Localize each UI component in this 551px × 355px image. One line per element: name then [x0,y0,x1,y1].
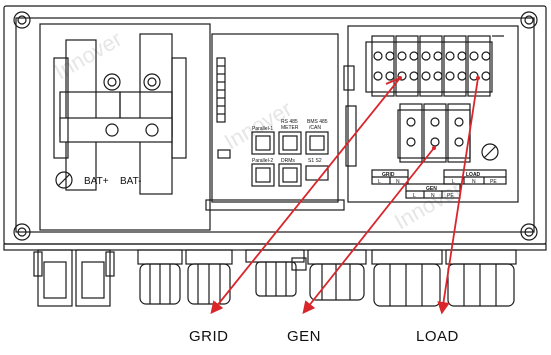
label-parallel-2: Parallel-2 [252,158,273,164]
comm-board [211,33,339,203]
gen-arrow-origin [432,146,436,150]
gen-strip-title: GEN [426,186,437,192]
grid-callout-label: GRID [189,328,229,345]
label-can: /CAN [309,125,321,131]
grid-pin-l: L [378,179,381,185]
dip-switch-strip [216,57,226,123]
load-pin-l: L [452,179,455,185]
port-drms [278,163,302,187]
comm-board-rail [205,199,345,211]
gen-pin-l: L [413,193,416,199]
mounting-screw [520,223,538,241]
grid-strip-title: GRID [382,172,395,178]
gen-pin-n: N [431,193,435,199]
mounting-screw [520,11,538,29]
cable-gland-2 [185,249,233,305]
label-drms: DRMs [281,158,295,164]
mounting-screw [13,223,31,241]
label-meter: METER [281,125,299,131]
bottom-lip [3,243,547,251]
watermark-1: Innover [50,26,126,84]
grid-label-strip [371,169,409,185]
bat-pos-label: BAT+ [84,176,109,187]
battery-ground-screw [55,171,73,189]
load-pin-n: N [472,179,476,185]
load-label-strip [443,169,507,185]
side-bracket [345,105,357,167]
grid-arrow [210,77,401,314]
label-parallel-1: Parallel-1 [252,126,273,132]
comm-gland [245,249,307,297]
terminal-block-grid-load [365,35,493,97]
grid-arrow-tail [385,77,401,85]
battery-busbar-assembly [53,33,187,195]
bat-neg-label: BAT- [120,176,141,187]
grid-pin-n: N [396,179,400,185]
label-s1-s2: S1 S2 [308,158,322,164]
port-bms485-can [305,131,329,155]
indicator-led [217,149,231,159]
ac-terminal-compartment [347,25,519,203]
cable-gland-4 [371,249,443,307]
load-arrow [437,77,479,315]
port-parallel-2 [251,163,275,187]
load-callout-label: LOAD [416,328,459,345]
terminal-block-gen [397,103,471,163]
grid-arrow-origin [398,76,402,80]
load-pin-pe: PE [490,179,497,185]
gen-arrow [302,147,435,314]
label-rs485: RS 485 [281,119,298,125]
load-strip-title: LOAD [466,172,481,178]
port-parallel-1 [251,131,275,155]
cable-gland-3 [307,249,367,301]
gen-pin-pe: PE [447,193,454,199]
cabinet-inner-frame [15,17,535,233]
fuse-holder [343,65,355,91]
port-rs485-meter [278,131,302,155]
cable-gland-5 [445,249,517,307]
battery-compartment [39,23,211,231]
cable-gland-1 [137,249,183,305]
gen-callout-label: GEN [287,328,322,345]
ac-ground-screw [481,143,499,161]
load-arrow-origin [476,76,480,80]
battery-connector [33,249,115,307]
mounting-screw [13,11,31,29]
label-bms485: BMS 485 [307,119,328,125]
